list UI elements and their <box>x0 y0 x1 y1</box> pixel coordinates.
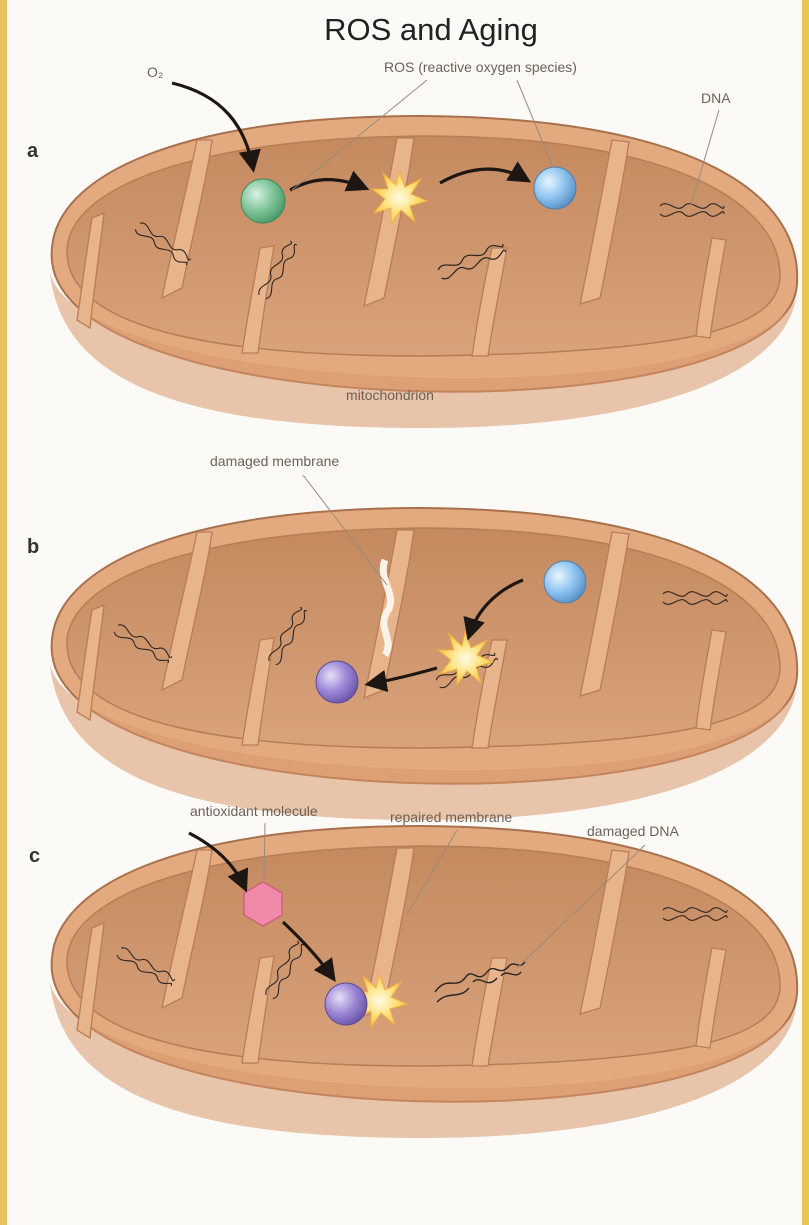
ros-aging-diagram: ROS and Aging a O₂ ROS (reactive oxygen … <box>7 0 802 1225</box>
damaged-molecule <box>325 983 367 1025</box>
damaged-membrane-label: damaged membrane <box>210 453 339 469</box>
oxygen-molecule <box>241 179 285 223</box>
panel-letter-a: a <box>27 140 39 162</box>
damaged-dna-label: damaged DNA <box>587 823 679 839</box>
ros-label: ROS (reactive oxygen species) <box>384 59 577 75</box>
ros-molecule <box>544 561 586 603</box>
o2-label: O₂ <box>147 64 163 80</box>
antioxidant-label: antioxidant molecule <box>190 803 318 819</box>
figure-frame: ROS and Aging a O₂ ROS (reactive oxygen … <box>7 0 802 1225</box>
mitochondrion-c <box>50 826 797 1138</box>
panel-a: a O₂ ROS (reactive oxygen species) DNA m… <box>27 59 797 428</box>
dna-label: DNA <box>701 90 731 106</box>
panel-letter-b: b <box>27 536 39 558</box>
ros-molecule <box>534 167 576 209</box>
panel-letter-c: c <box>29 845 40 867</box>
diagram-title: ROS and Aging <box>324 12 538 47</box>
panel-c: c antioxidant molecule repaired membrane… <box>29 803 797 1138</box>
mitochondrion-a <box>50 116 797 428</box>
mitochondrion-label: mitochondrion <box>346 387 434 403</box>
damaged-molecule <box>316 661 358 703</box>
repaired-membrane-label: repaired membrane <box>390 809 512 825</box>
panel-b: b damaged membrane <box>27 453 797 820</box>
mitochondrion-b <box>50 508 797 820</box>
